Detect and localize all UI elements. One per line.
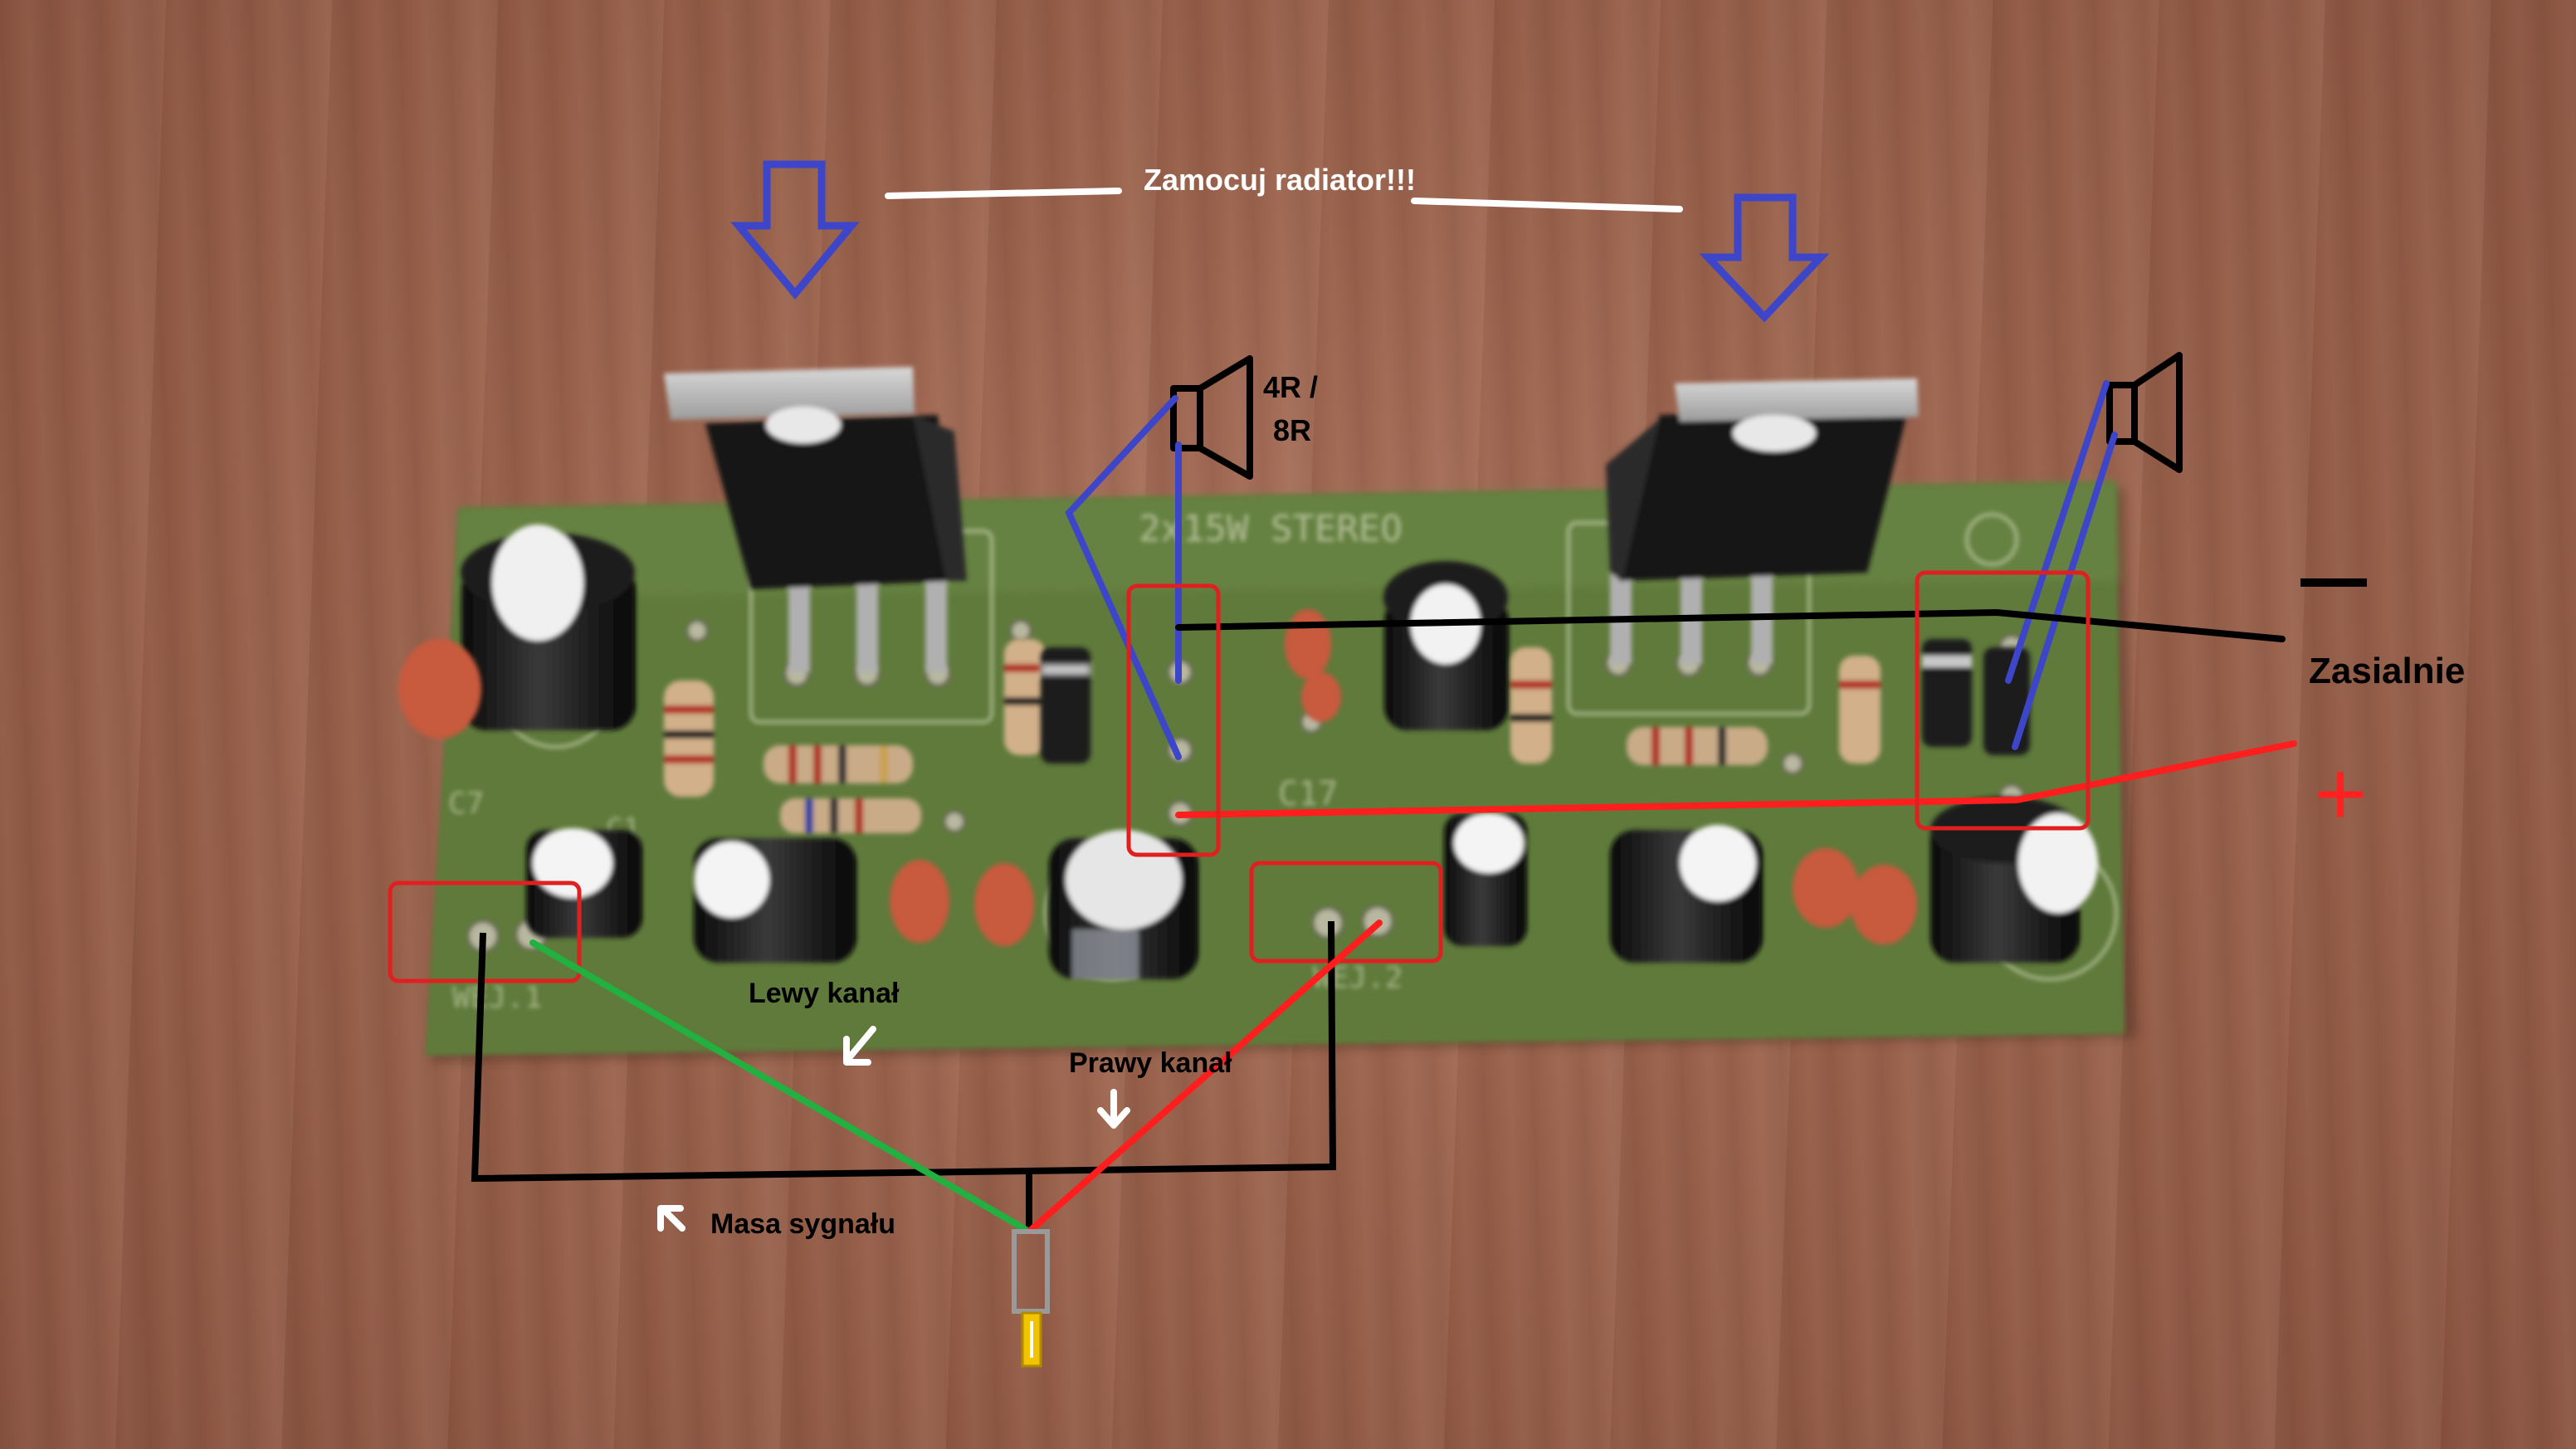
audio-jack-icon bbox=[1012, 1229, 1050, 1368]
silk-title: 2x15W STEREO bbox=[1139, 508, 1403, 550]
power-label: Zasialnie bbox=[2309, 651, 2466, 691]
heatsink-note: Zamocuj radiator!!! bbox=[1144, 163, 1417, 197]
resistor-1 bbox=[664, 681, 714, 797]
cap-large-left bbox=[461, 524, 636, 730]
arrow-up-left-icon bbox=[657, 1205, 685, 1232]
power-wire-negative bbox=[1175, 608, 2286, 642]
speaker-impedance-line1: 4R / bbox=[1263, 370, 1319, 404]
highlight-power-left bbox=[1126, 583, 1221, 857]
arrow-down-left-icon bbox=[843, 1026, 876, 1066]
cap-small-2 bbox=[694, 838, 856, 963]
cap-large-mid bbox=[1383, 561, 1509, 730]
amp-ic-right bbox=[1606, 378, 1919, 664]
left-channel-wire bbox=[529, 939, 1032, 1235]
left-channel-label: Lewy kanał bbox=[749, 978, 900, 1009]
note-stroke-right bbox=[1411, 198, 1683, 212]
amp-ic-left bbox=[664, 367, 967, 672]
speaker-wire-right-b bbox=[2012, 432, 2118, 750]
cap-large-right bbox=[1930, 797, 2098, 963]
plus-sign: + bbox=[2314, 743, 2368, 845]
cap-small-1 bbox=[526, 828, 642, 938]
signal-ground-label: Masa sygnału bbox=[710, 1208, 895, 1240]
resistor-7 bbox=[1839, 656, 1881, 764]
cap-small-4 bbox=[1610, 825, 1763, 963]
arrow-down-icon bbox=[1097, 1089, 1130, 1129]
resistor-6 bbox=[1627, 727, 1768, 765]
cap-c3 bbox=[1049, 830, 1198, 979]
speaker-impedance-line2: 8R bbox=[1273, 413, 1312, 447]
note-stroke-left bbox=[885, 188, 1122, 199]
resistor-2 bbox=[764, 745, 913, 783]
down-arrow-icon bbox=[730, 160, 860, 300]
diode-1 bbox=[1041, 647, 1090, 764]
signal-ground-wire bbox=[471, 920, 1337, 1183]
cap-small-3 bbox=[1444, 813, 1527, 946]
silk-c7: C7 bbox=[448, 787, 484, 821]
silk-input-left: WEJ.1 bbox=[452, 981, 542, 1015]
speaker-icon bbox=[2106, 352, 2183, 473]
power-wire-positive bbox=[1175, 740, 2297, 818]
speaker-icon bbox=[1170, 355, 1253, 480]
highlight-power-right bbox=[1915, 570, 2091, 831]
right-channel-wire bbox=[1026, 920, 1383, 1235]
speaker-wire-left-a bbox=[1065, 395, 1182, 760]
right-channel-label: Prawy kanał bbox=[1069, 1047, 1232, 1079]
diode-2 bbox=[1922, 639, 1972, 747]
silk-c17: C17 bbox=[1278, 775, 1338, 813]
resistor-3 bbox=[780, 798, 921, 833]
speaker-wire-right-a bbox=[2005, 380, 2110, 684]
diode-3 bbox=[1983, 647, 2030, 755]
resistor-4 bbox=[1004, 639, 1046, 755]
resistor-5 bbox=[1510, 647, 1552, 764]
highlight-input-right bbox=[1249, 861, 1443, 964]
down-arrow-icon bbox=[1699, 193, 1830, 323]
